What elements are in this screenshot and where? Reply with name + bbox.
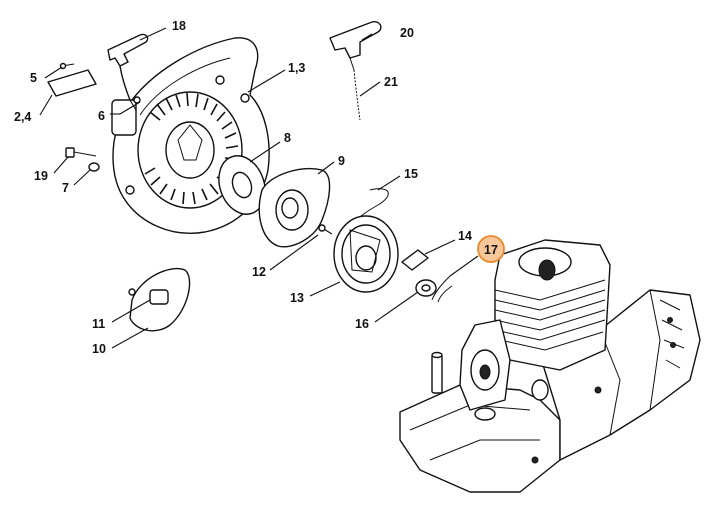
callout-20: 20 xyxy=(400,26,414,40)
fan-housing xyxy=(111,37,270,234)
disk-10-11 xyxy=(128,268,191,332)
starter-handle-20 xyxy=(329,20,382,71)
callout-2-4: 2,4 xyxy=(14,110,31,124)
starter-grip xyxy=(107,33,149,111)
callout-19: 19 xyxy=(34,169,48,183)
callout-labels: 18 20 5 1,3 21 2,4 6 8 9 19 7 15 14 17 1… xyxy=(14,19,505,356)
callout-17: 17 xyxy=(484,243,498,257)
screw-12 xyxy=(318,224,333,235)
callout-12: 12 xyxy=(252,265,266,279)
callout-14: 14 xyxy=(458,229,472,243)
engine-block xyxy=(399,239,701,493)
washer-16 xyxy=(415,279,437,297)
screw-5 xyxy=(59,62,75,70)
callout-5: 5 xyxy=(30,71,37,85)
callout-13: 13 xyxy=(290,291,304,305)
callout-9: 9 xyxy=(338,154,345,168)
screw-19 xyxy=(65,147,97,158)
cable-21 xyxy=(353,69,361,121)
callout-10: 10 xyxy=(92,342,106,356)
spring-housing-9 xyxy=(258,168,331,248)
washer-7 xyxy=(88,162,100,172)
callout-8: 8 xyxy=(284,131,291,145)
callout-11: 11 xyxy=(92,317,105,331)
washer-8 xyxy=(218,155,266,215)
leader-lines xyxy=(39,27,479,349)
spring-clip-17 xyxy=(431,275,453,303)
pawl-14 xyxy=(401,249,429,271)
callout-7: 7 xyxy=(62,181,69,195)
part-6 xyxy=(119,96,141,115)
callout-21: 21 xyxy=(384,75,398,89)
callout-6: 6 xyxy=(98,109,105,123)
callout-16: 16 xyxy=(355,317,369,331)
callout-18: 18 xyxy=(172,19,186,33)
callout-15: 15 xyxy=(404,167,418,181)
callout-17-highlighted: 17 xyxy=(477,235,505,263)
plate-2-4 xyxy=(47,69,97,97)
rope-rotor-13 xyxy=(333,215,399,293)
callout-1-3: 1,3 xyxy=(288,61,305,75)
